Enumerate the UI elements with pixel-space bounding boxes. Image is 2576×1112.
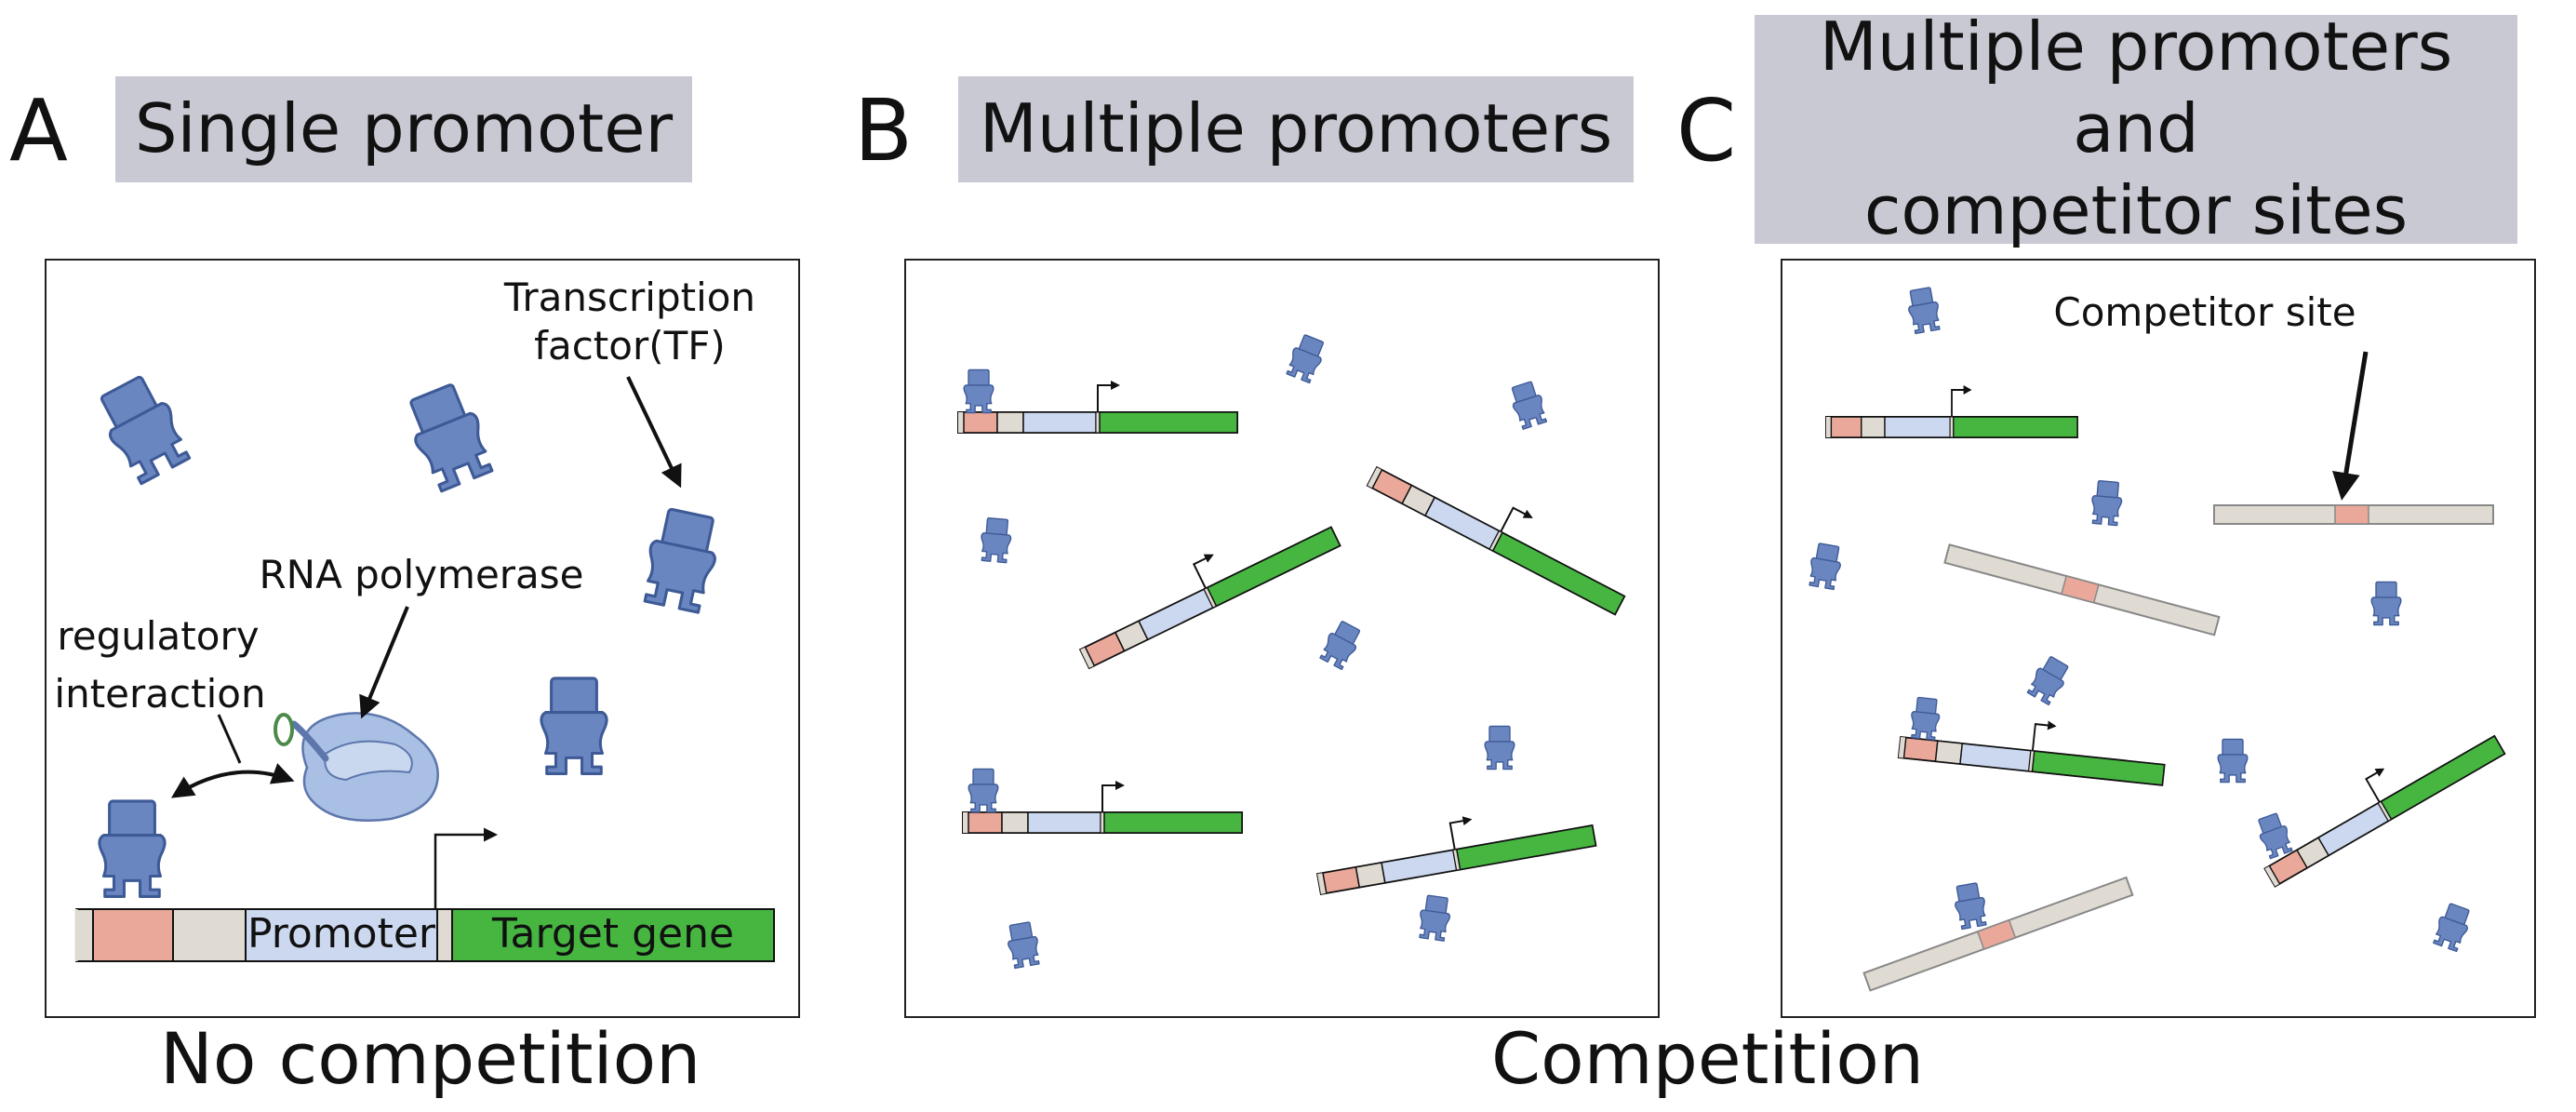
panel-title-c: Multiple promoters and competitor sites [1755,7,2517,249]
tf-bound-icon [98,799,167,898]
competitor-strand [2213,504,2494,525]
tf-icon [1484,725,1515,770]
promoter-construct [1899,710,2168,785]
promoter-construct [1068,503,1340,668]
panel-title-a: Single promoter [115,76,692,182]
tf-icon [1316,618,1365,672]
tf-label-line2: factor(TF) [534,323,726,368]
rnap-pointer-arrow [359,606,409,719]
tf-icon [2370,581,2402,626]
regulatory-label-line2: interaction [54,671,265,717]
tf-icon [90,369,196,489]
promoter-construct [963,785,1242,833]
tf-icon [1904,286,1943,335]
panel-letter-c: C [1676,81,1737,181]
tf-icon [2089,479,2124,527]
tf-bound-icon [1908,696,1942,742]
tf-bound-icon [2253,811,2295,861]
panel-title-b: Multiple promoters [958,76,1634,182]
panel-letter-b: B [854,81,914,181]
competitor-site-label: Competitor site [2053,289,2356,335]
tf-icon [979,516,1013,564]
panel-title-c-line2: competitor sites [1863,170,2409,249]
panel-c-frame [1781,259,2536,1018]
competitor-strand [1862,876,2134,992]
panel-title-c-line1: Multiple promoters and [1819,7,2453,168]
target-gene-label: Target gene [491,910,734,958]
panel-title-a-text: Single promoter [134,89,674,168]
caption-competition: Competition [1491,1017,1925,1100]
promoter-construct [2251,713,2504,887]
tf-label-line1: Transcription [503,275,755,320]
tf-bound-icon [968,768,999,813]
competitor-site-arrow [2332,351,2369,501]
panel-letter-a: A [9,81,68,181]
panel-b-frame [904,259,1660,1018]
tf-icon [1506,379,1550,431]
tf-icon [1806,542,1845,591]
tf-pointer-arrow [626,376,682,489]
regulatory-pointer-line [217,714,242,764]
dna-strand-a [74,908,775,962]
tf-icon [2024,653,2074,707]
caption-no-competition: No competition [160,1017,701,1100]
competitor-strand [1943,543,2221,636]
tf-icon [399,379,499,495]
tf-icon [540,677,608,775]
promoter-construct [1368,444,1637,615]
tf-icon [2217,738,2249,784]
promoter-construct [958,385,1237,433]
tf-icon [1004,920,1043,970]
promoter-construct [1313,799,1595,894]
promoter-construct [1826,390,2077,437]
tf-bound-icon [963,368,994,414]
regulatory-interaction-arrow [170,763,295,798]
promoter-label: Promoter [247,910,436,958]
tf-icon [1283,332,1328,385]
tf-icon [2430,901,2475,953]
tf-icon [1416,893,1453,943]
rnap-label: RNA polymerase [259,552,583,597]
tf-bound-icon [1951,881,1990,931]
rna-polymerase-icon [274,712,439,823]
panel-a-frame [45,259,800,1018]
regulatory-label-line1: regulatory [57,613,259,659]
tss-arrow [434,827,498,909]
tf-icon [637,504,725,615]
panel-title-b-text: Multiple promoters [979,89,1613,168]
